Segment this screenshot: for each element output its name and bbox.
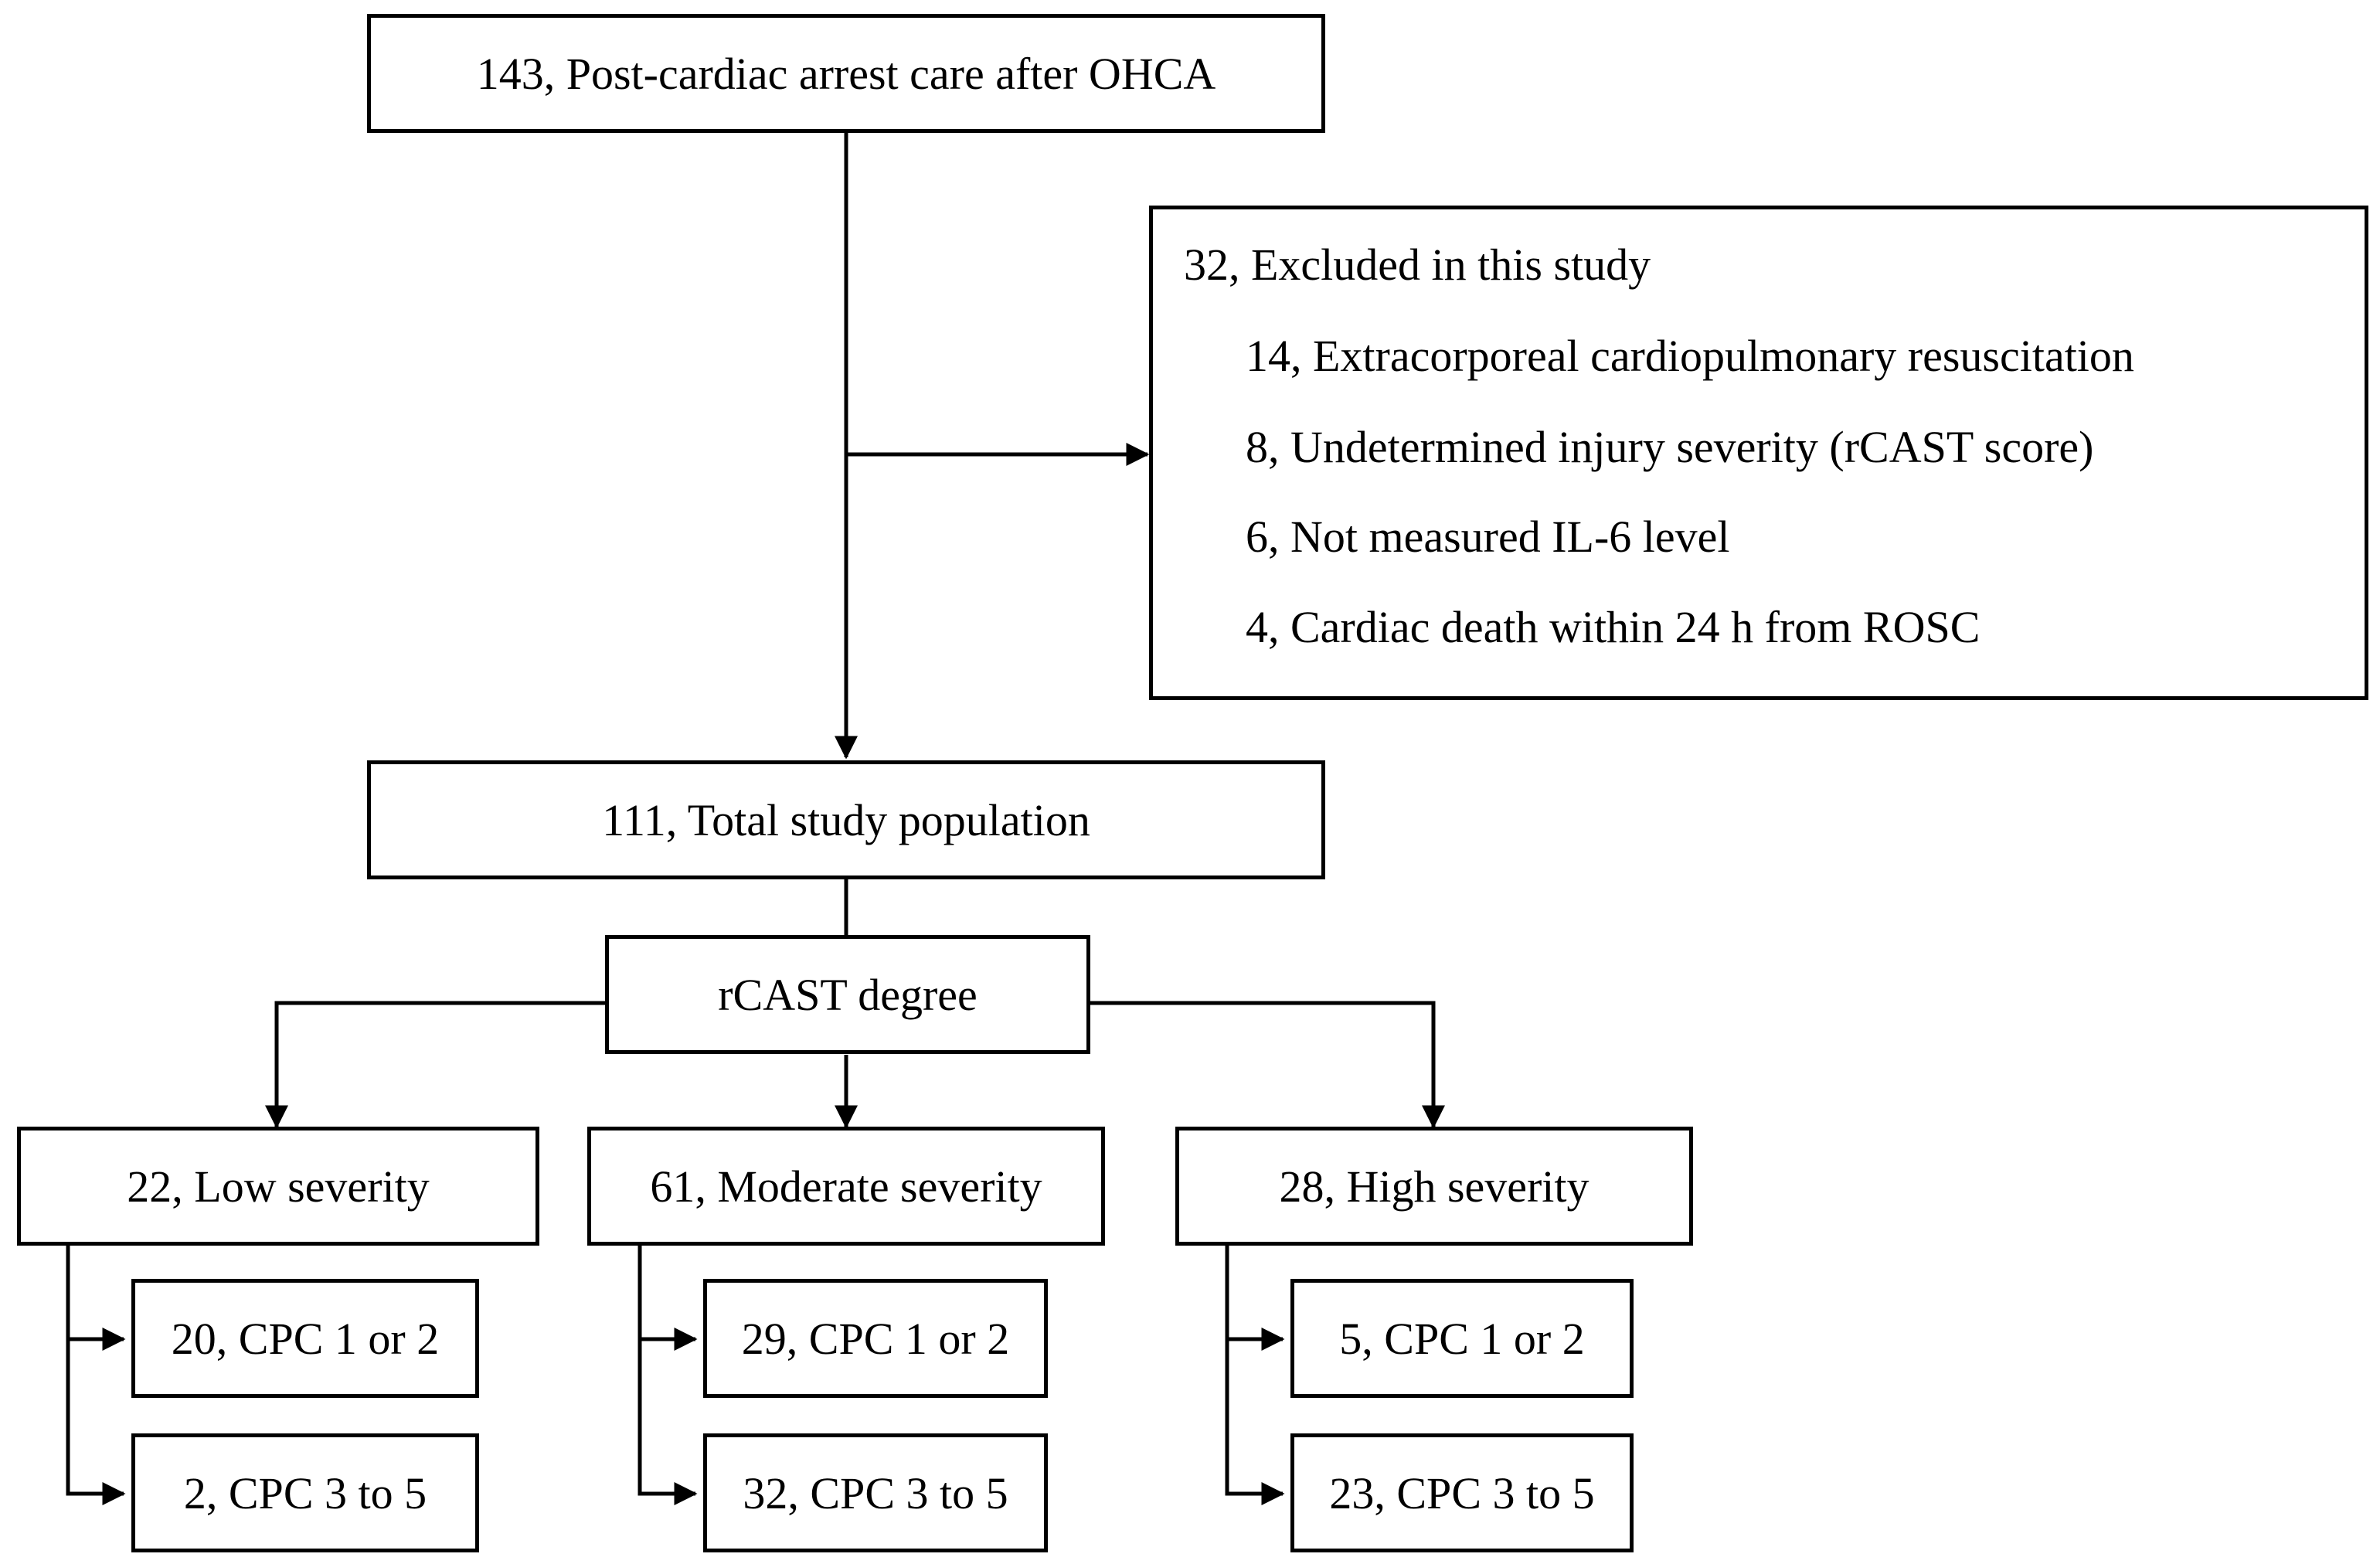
degree-to-high-arrow	[1089, 1001, 1445, 1129]
high-cpc35-box: 23, CPC 3 to 5	[1290, 1433, 1634, 1552]
moderate-bracket	[638, 1244, 698, 1505]
exclusion-heading: 32, Excluded in this study	[1184, 240, 1651, 290]
degree-to-low-arrow	[265, 1001, 607, 1129]
total-box: 111, Total study population	[367, 760, 1325, 879]
exclusion-item: 14, Extracorporeal cardiopulmonary resus…	[1246, 331, 2134, 381]
group-low-box: 22, Low severity	[17, 1127, 539, 1246]
exclusion-item: 6, Not measured IL-6 level	[1246, 512, 1730, 562]
low-bracket	[66, 1244, 126, 1505]
low-cpc12-box: 20, CPC 1 or 2	[131, 1279, 479, 1398]
grouping-box: rCAST degree	[605, 935, 1090, 1054]
moderate-cpc12-box: 29, CPC 1 or 2	[703, 1279, 1048, 1398]
exclusion-box: 32, Excluded in this study 14, Extracorp…	[1149, 206, 2368, 700]
group-high-box: 28, High severity	[1175, 1127, 1693, 1246]
high-bracket	[1225, 1244, 1285, 1505]
high-cpc12-box: 5, CPC 1 or 2	[1290, 1279, 1634, 1398]
low-cpc35-box: 2, CPC 3 to 5	[131, 1433, 479, 1552]
top-box: 143, Post-cardiac arrest care after OHCA	[367, 14, 1325, 133]
group-moderate-box: 61, Moderate severity	[587, 1127, 1105, 1246]
moderate-cpc35-box: 32, CPC 3 to 5	[703, 1433, 1048, 1552]
exclusion-item: 4, Cardiac death within 24 h from ROSC	[1246, 602, 1980, 652]
exclusion-item: 8, Undetermined injury severity (rCAST s…	[1246, 422, 2094, 472]
